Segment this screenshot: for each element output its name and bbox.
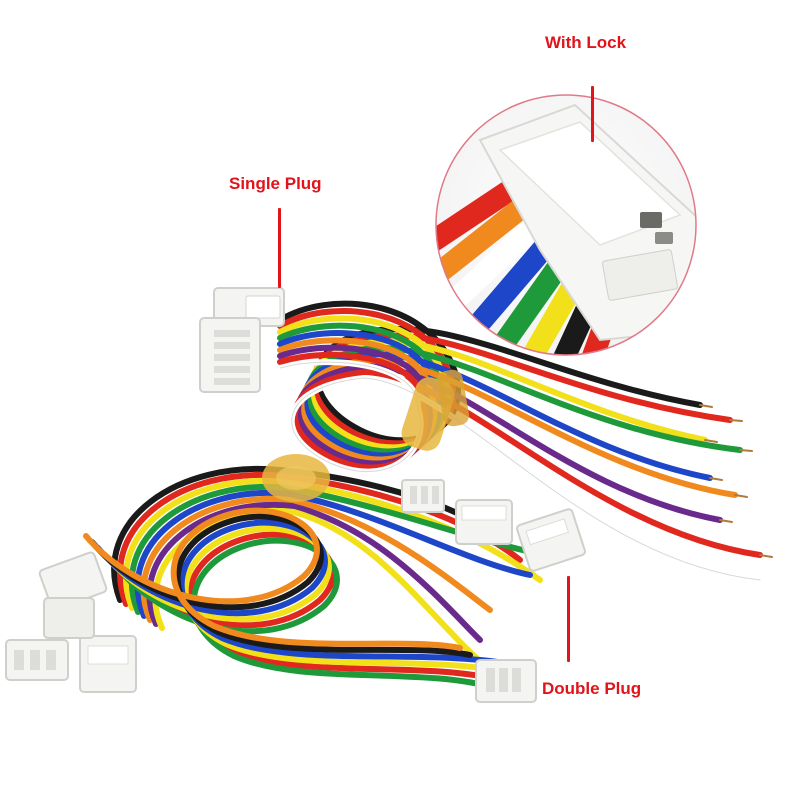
lock-latch-icon xyxy=(640,212,662,228)
lower-connector-top-2 xyxy=(455,499,513,545)
callout-line-single-plug xyxy=(278,208,281,288)
label-single-plug: Single Plug xyxy=(229,174,322,193)
lower-connector-left-3 xyxy=(79,635,137,693)
lower-connector-left-4 xyxy=(43,597,95,639)
lower-connector-left-2 xyxy=(5,639,69,681)
upper-connector-2 xyxy=(199,317,261,393)
callout-line-double-plug xyxy=(567,576,570,662)
double-plug-connector xyxy=(516,508,586,572)
label-with-lock: With Lock xyxy=(545,33,627,52)
label-double-plug: Double Plug xyxy=(542,679,642,698)
single-plug-connector xyxy=(213,287,285,327)
lower-cable-tie xyxy=(262,454,330,502)
upper-cable-tie xyxy=(401,369,470,451)
upper-connectors xyxy=(199,287,285,393)
lower-connectors xyxy=(5,479,586,703)
lower-connector-top-1 xyxy=(401,479,445,513)
upper-wire-bundle xyxy=(277,300,773,583)
lower-connector-bottom-right xyxy=(475,659,537,703)
lower-wire-bundle xyxy=(83,465,548,691)
callout-line-with-lock xyxy=(591,86,594,142)
